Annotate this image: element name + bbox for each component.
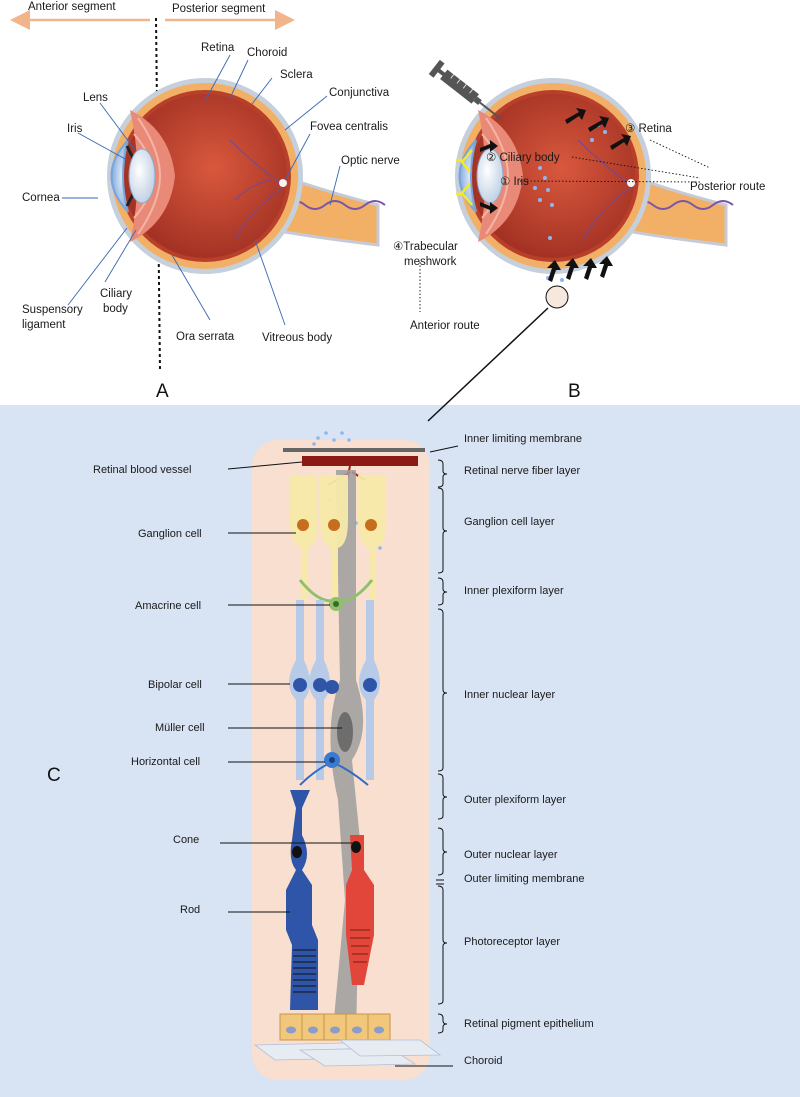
label-choroid-c: Choroid: [464, 1055, 503, 1067]
panel-label-c: C: [47, 765, 61, 786]
aqueous-flow-arrow-lower: [456, 182, 473, 206]
label-ganglion-cell: Ganglion cell: [138, 528, 202, 540]
label-cornea-a: Cornea: [22, 192, 60, 204]
label-lens-a: Lens: [83, 92, 108, 104]
label-conjunctiva-a: Conjunctiva: [329, 87, 390, 99]
syringe-icon: [428, 59, 502, 120]
optic-nerve-b: [626, 172, 728, 247]
label-ilm: Inner limiting membrane: [464, 433, 582, 445]
segment-divider: [155, 17, 161, 373]
panel-b: ③ Retina ② Ciliary body ① Iris Posterior…: [393, 59, 765, 402]
label-iris-b: ① Iris: [500, 176, 529, 188]
label-posterior-route: Posterior route: [690, 181, 765, 193]
panel-label-b: B: [568, 381, 581, 402]
flow-arrow-icon: [480, 108, 631, 282]
eye-diagram-a: [107, 78, 386, 274]
bipolar-cells: [289, 600, 380, 780]
optic-nerve-vessel-a: [284, 200, 386, 210]
label-ciliary-2: body: [103, 303, 128, 315]
retinal-blood-vessel: [302, 456, 418, 466]
label-gcl: Ganglion cell layer: [464, 516, 555, 528]
leaders-c-left: [220, 445, 459, 1067]
zoom-connector-line: [427, 307, 549, 422]
vitreous-b: [471, 94, 635, 258]
label-trabecular-2: meshwork: [404, 256, 457, 268]
retina-zoom-circle: [545, 285, 569, 309]
label-anterior-route: Anterior route: [410, 320, 480, 332]
label-vitreous-a: Vitreous body: [262, 332, 332, 344]
label-bipolar-cell: Bipolar cell: [148, 679, 202, 691]
rpe-cells: [279, 1013, 391, 1041]
label-ipl: Inner plexiform layer: [464, 585, 564, 597]
label-optic-nerve-a: Optic nerve: [341, 155, 400, 167]
label-suspensory-1: Suspensory: [22, 304, 83, 316]
optic-nerve-a: [278, 172, 380, 247]
label-trabecular-1: ④Trabecular: [393, 241, 458, 253]
leaders-a: [62, 54, 341, 326]
label-sclera-a: Sclera: [280, 69, 313, 81]
label-rnfl: Retinal nerve fiber layer: [464, 465, 581, 477]
muller-nucleus: [337, 712, 353, 752]
label-amacrine-cell: Amacrine cell: [135, 600, 201, 612]
label-onl: Outer nuclear layer: [464, 849, 558, 861]
label-ciliary-body-b: ② Ciliary body: [486, 152, 560, 164]
panel-label-a: A: [156, 381, 169, 402]
anterior-segment-label: Anterior segment: [28, 1, 116, 13]
label-rpe: Retinal pigment epithelium: [464, 1018, 594, 1030]
label-cone: Cone: [173, 834, 199, 846]
ganglion-cells: [290, 475, 386, 600]
retinal-vessels-a: [229, 139, 283, 241]
label-fovea-a: Fovea centralis: [310, 121, 388, 133]
leaders-b: [419, 139, 711, 312]
amacrine-cell: [298, 579, 374, 611]
label-muller-cell: Müller cell: [155, 722, 205, 734]
label-ora-serrata: Ora serrata: [176, 331, 235, 343]
label-inl: Inner nuclear layer: [464, 689, 555, 701]
label-ciliary-1: Ciliary: [100, 288, 132, 300]
label-rod: Rod: [180, 904, 200, 916]
label-iris-a: Iris: [67, 123, 83, 135]
label-photoreceptor: Photoreceptor layer: [464, 936, 560, 948]
label-horizontal-cell: Horizontal cell: [131, 756, 200, 768]
eye-diagram-b: [455, 78, 734, 309]
lens-a: [128, 148, 156, 204]
vitreous-a: [123, 94, 287, 258]
posterior-segment-label: Posterior segment: [172, 3, 266, 15]
label-retina-b: ③ Retina: [625, 123, 672, 135]
rod-cell: [286, 790, 318, 1010]
panel-c: Retinal blood vessel Ganglion cell Amacr…: [0, 307, 800, 1097]
cone-cell: [346, 835, 374, 985]
horizontal-cell: [299, 752, 369, 786]
label-olm: Outer limiting membrane: [464, 873, 584, 885]
label-retina-a: Retina: [201, 42, 235, 54]
layer-brackets: [436, 459, 448, 1034]
choroid-layer: [253, 1039, 442, 1067]
panel-a: Anterior segment Posterior segment: [10, 1, 400, 402]
label-suspensory-2: ligament: [22, 319, 66, 331]
label-choroid-a: Choroid: [247, 47, 287, 59]
label-retinal-blood-vessel: Retinal blood vessel: [93, 464, 191, 476]
fovea-spot-a: [279, 179, 287, 187]
optic-nerve-vessel-b: [632, 200, 734, 210]
aqueous-flow-arrow-upper: [456, 149, 473, 173]
label-opl: Outer plexiform layer: [464, 794, 566, 806]
